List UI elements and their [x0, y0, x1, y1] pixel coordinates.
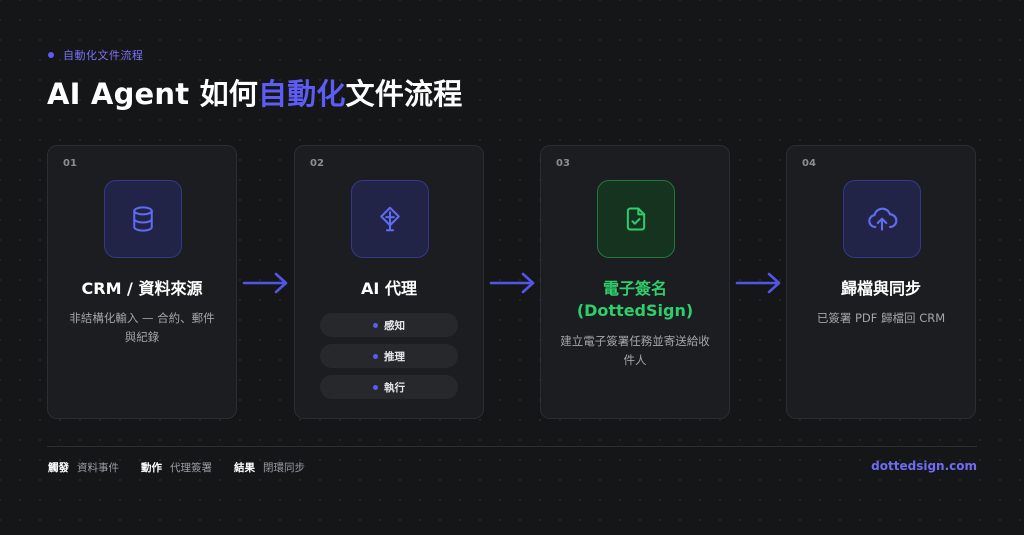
title-suffix: 文件流程: [345, 77, 463, 111]
step-title-line: 電子簽名: [602, 279, 667, 298]
eyebrow: 自動化文件流程: [48, 47, 144, 63]
bullet-dot: [373, 384, 378, 390]
capability-pill: 執行: [320, 375, 458, 399]
capability-label: 推理: [384, 350, 405, 363]
footer-value: 代理簽署: [170, 462, 212, 474]
footer-item-action: 動作代理簽署: [141, 460, 212, 475]
cloud-upload-icon: [868, 207, 898, 231]
capability-label: 感知: [384, 319, 405, 332]
bullet-dot: [373, 322, 378, 328]
capability-label: 執行: [384, 381, 405, 394]
footer-key: 動作: [141, 462, 162, 474]
step-number: 04: [802, 158, 816, 169]
eyebrow-text: 自動化文件流程: [63, 49, 144, 62]
arrow-right-icon: [735, 272, 781, 294]
step-title-line: (DottedSign): [576, 301, 694, 320]
step-icon-box: [843, 180, 921, 258]
step-number: 01: [63, 158, 77, 169]
step-title: AI 代理: [361, 279, 417, 298]
step-icon-box: [597, 180, 675, 258]
title-prefix: AI Agent 如何: [47, 77, 259, 111]
step-description: 已簽署 PDF 歸檔回 CRM: [816, 311, 946, 325]
step-card-archive: 04 歸檔與同步 已簽署 PDF 歸檔回 CRM: [786, 145, 976, 419]
website-link[interactable]: dottedsign.com: [871, 459, 977, 473]
step-description: 非結構化輸入 — 合約、郵件與紀錄: [69, 311, 215, 344]
capability-pill: 推理: [320, 344, 458, 368]
arrow-right-icon: [242, 272, 288, 294]
step-card-esign: 03 電子簽名 (DottedSign) 建立電子簽署任務並寄送給收件人: [540, 145, 730, 419]
footer-divider: [47, 446, 977, 447]
page-title: AI Agent 如何自動化文件流程: [47, 76, 462, 112]
database-icon: [133, 206, 153, 232]
step-description: 建立電子簽署任務並寄送給收件人: [560, 334, 710, 367]
step-icon-box: [351, 180, 429, 258]
step-icon-box: [104, 180, 182, 258]
bullet-dot: [373, 353, 378, 359]
footer-item-trigger: 觸發資料事件: [48, 460, 119, 475]
footer-key: 觸發: [48, 462, 69, 474]
step-number: 03: [556, 158, 570, 169]
step-title: CRM / 資料來源: [81, 279, 203, 298]
step-number: 02: [310, 158, 324, 169]
step-card-ai-agent: 02 AI 代理 感知 推理 執行: [294, 145, 484, 419]
eyebrow-dot: [48, 52, 54, 58]
footer-value: 閉環同步: [263, 462, 305, 474]
document-check-icon: [626, 207, 646, 231]
step-title: 歸檔與同步: [840, 279, 921, 298]
arrow-right-icon: [489, 272, 535, 294]
footer-item-result: 結果閉環同步: [234, 460, 305, 475]
ai-agent-icon: [380, 206, 400, 232]
capability-pill: 感知: [320, 313, 458, 337]
capability-list: 感知 推理 執行: [320, 313, 458, 399]
footer-value: 資料事件: [77, 462, 119, 474]
step-card-crm: 01 CRM / 資料來源 非結構化輸入 — 合約、郵件與紀錄: [47, 145, 237, 419]
step-title: 電子簽名 (DottedSign): [541, 278, 729, 322]
footer-legend: 觸發資料事件 動作代理簽署 結果閉環同步: [48, 460, 305, 475]
title-highlight: 自動化: [258, 77, 346, 111]
footer-key: 結果: [234, 462, 255, 474]
